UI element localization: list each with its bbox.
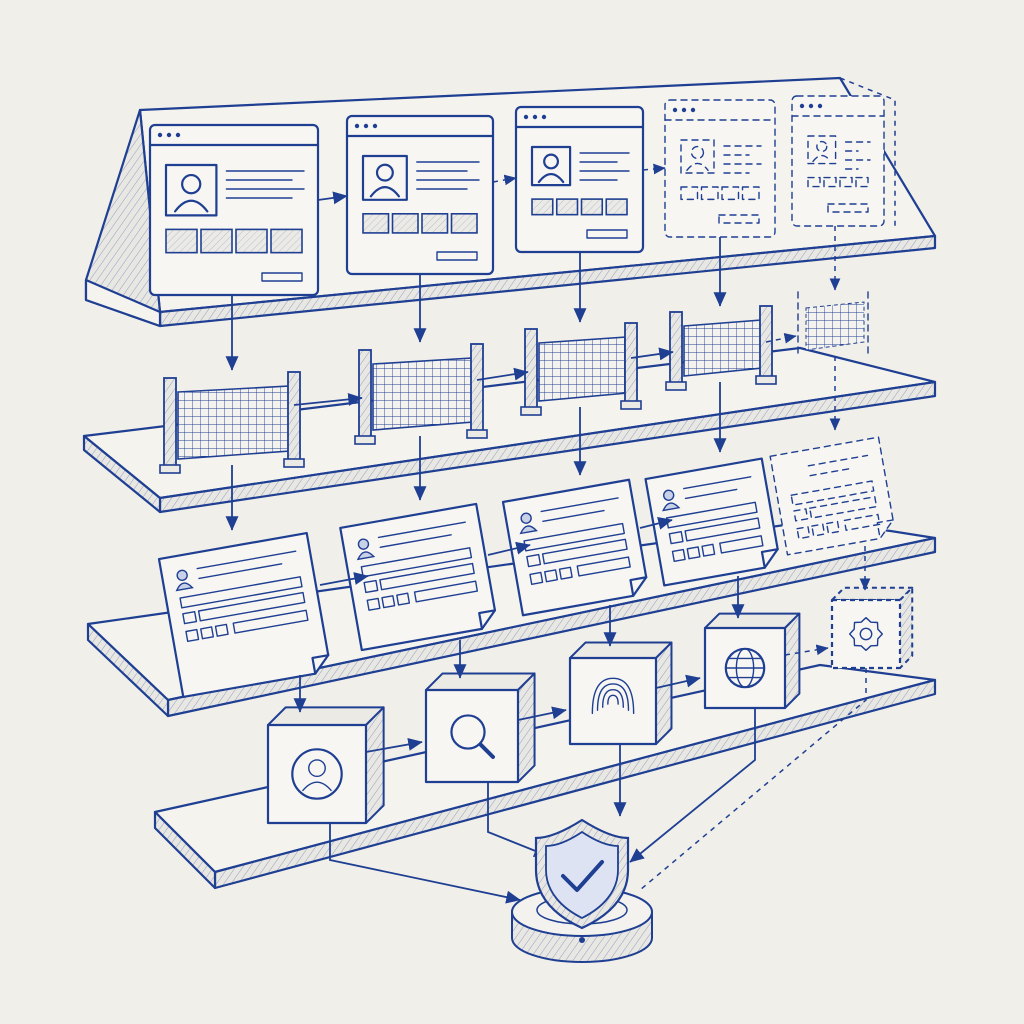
- profile-document-icon: [157, 531, 330, 699]
- service-cube: [266, 706, 385, 825]
- mesh-gate-icon: [797, 291, 869, 357]
- flow-arrow: [365, 738, 423, 753]
- browser-window-icon: [148, 123, 320, 297]
- gear-icon: [849, 617, 883, 651]
- flow-arrow: [784, 644, 829, 656]
- flow-arrow: [630, 347, 674, 361]
- fingerprint-icon: [591, 677, 635, 715]
- mesh-gate-icon: [520, 322, 642, 416]
- flow-arrows: [225, 77, 896, 904]
- browser-window-icon: [514, 105, 645, 254]
- flow-arrow: [317, 191, 348, 205]
- flow-arrow: [329, 822, 521, 904]
- security-hub: [511, 818, 653, 963]
- service-cube: [703, 612, 801, 710]
- layer-service-cubes: [266, 586, 914, 825]
- shield-check-icon: [534, 818, 630, 930]
- flow-arrow: [517, 706, 567, 721]
- flow-arrow: [319, 572, 369, 586]
- profile-document-icon: [339, 502, 497, 652]
- service-cube: [424, 672, 536, 784]
- layer-profile-documents: [157, 436, 894, 699]
- flow-arrow: [639, 517, 673, 530]
- flow-arrow: [487, 782, 549, 857]
- browser-window-icon: [664, 99, 776, 238]
- mesh-gate-icon: [159, 371, 305, 474]
- flow-arrow: [639, 668, 867, 891]
- flow-arrow: [642, 163, 666, 175]
- mesh-gate-icon: [354, 343, 488, 445]
- browser-window-icon: [345, 114, 495, 276]
- layer-ui-windows: [148, 95, 885, 297]
- profile-document-icon: [644, 457, 779, 587]
- search-icon: [450, 714, 495, 759]
- service-cube: [568, 641, 673, 746]
- flow-arrow: [476, 367, 529, 381]
- user-icon: [291, 748, 343, 800]
- flow-arrow: [839, 77, 896, 226]
- flow-arrow: [487, 541, 531, 556]
- flow-arrow: [293, 392, 363, 406]
- mesh-gate-icon: [665, 305, 777, 391]
- service-cube: [830, 586, 914, 670]
- flow-arrow: [629, 708, 756, 863]
- globe-icon: [724, 647, 766, 689]
- browser-window-icon: [791, 95, 885, 227]
- profile-document-icon: [501, 478, 648, 617]
- flow-arrow: [655, 674, 701, 689]
- flow-arrow: [492, 174, 517, 186]
- layer-mesh-gates: [159, 291, 869, 474]
- profile-document-icon: [769, 436, 894, 556]
